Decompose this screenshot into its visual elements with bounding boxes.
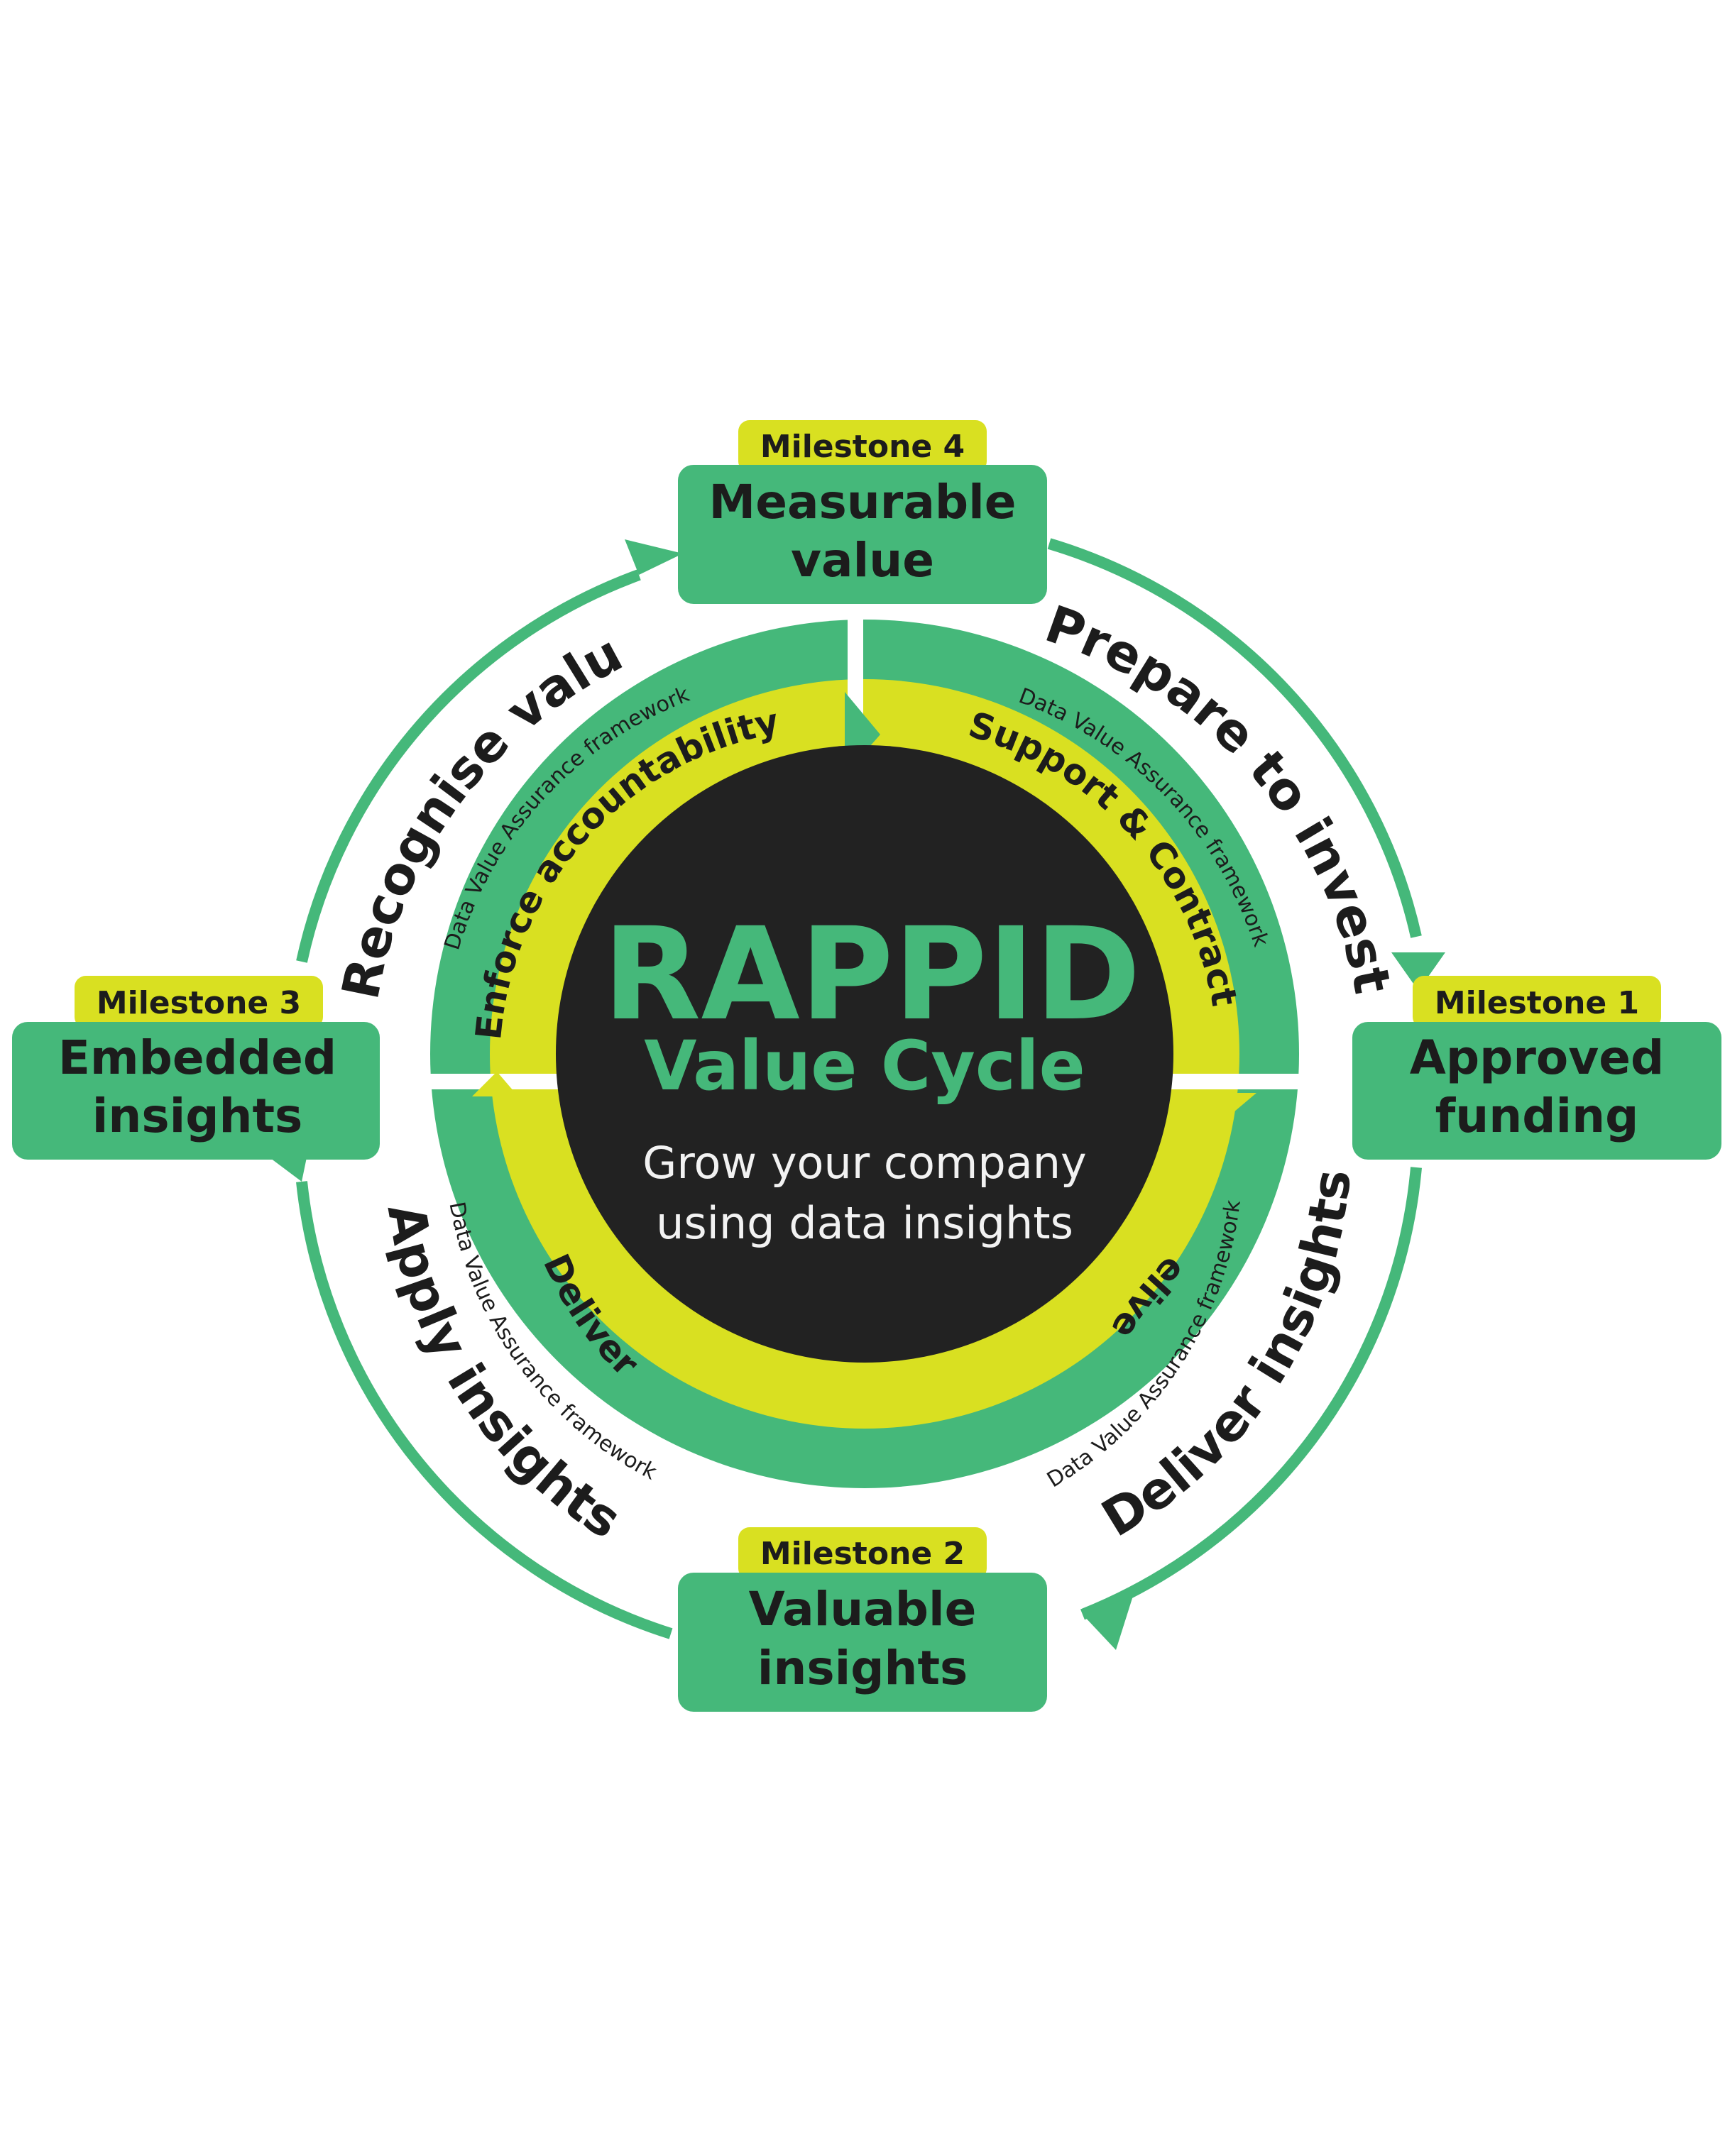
milestone-box	[12, 1022, 380, 1160]
chevron-left	[472, 1072, 518, 1096]
outer-arc-bottom-left	[296, 1181, 673, 1639]
ring-gap-right	[1154, 1074, 1306, 1089]
outer-arc-bottom-right	[1080, 1167, 1422, 1620]
milestone-box-line1: Embedded	[58, 1030, 336, 1085]
milestone-tab	[75, 976, 323, 1028]
milestone-box-line2: insights	[92, 1089, 303, 1143]
milestone-box-line2: insights	[757, 1641, 968, 1695]
center-subtitle: Value Cycle	[644, 1026, 1085, 1106]
milestone-box-line1: Measurable	[709, 475, 1017, 529]
milestone-4: Milestone 4 Measurable value	[678, 420, 1047, 604]
milestone-box-line2: value	[791, 533, 934, 588]
milestone-tab-label: Milestone 1	[1435, 985, 1639, 1021]
milestone-2: Milestone 2 Valuable insights	[678, 1527, 1047, 1712]
milestone-box	[678, 1573, 1047, 1712]
milestone-tab-label: Milestone 3	[97, 985, 301, 1021]
center-tagline-line1: Grow your company	[642, 1137, 1086, 1189]
milestone-1: Milestone 1 Approved funding	[1352, 976, 1721, 1160]
center-hub: RAPPID Value Cycle Grow your company usi…	[556, 745, 1173, 1363]
center-tagline-line2: using data insights	[656, 1197, 1073, 1249]
milestone-box-line1: Valuable	[749, 1582, 977, 1637]
arrowhead-to-valuable-insights	[1083, 1596, 1133, 1650]
milestone-box-line1: Approved	[1410, 1030, 1665, 1085]
milestone-3: Milestone 3 Embedded insights	[12, 976, 380, 1160]
center-circle	[556, 745, 1173, 1363]
outer-arc-top-right	[1047, 538, 1422, 938]
milestone-box	[678, 465, 1047, 604]
center-title: RAPPID	[603, 901, 1141, 1049]
milestone-box-line2: funding	[1435, 1089, 1639, 1143]
arrowhead-to-approved-funding	[1391, 952, 1445, 991]
milestone-tab	[738, 1527, 987, 1580]
chevron-right	[1207, 1093, 1256, 1120]
outer-cycle-arcs	[296, 538, 1422, 1639]
milestone-tab-label: Milestone 4	[760, 429, 965, 465]
milestone-box	[1352, 1022, 1721, 1160]
milestone-tab	[1413, 976, 1661, 1028]
outer-arc-top-left	[296, 569, 641, 963]
milestone-tab-label: Milestone 2	[760, 1536, 965, 1572]
milestone-tab	[738, 420, 987, 473]
arrowhead-to-measurable-value	[625, 539, 683, 575]
